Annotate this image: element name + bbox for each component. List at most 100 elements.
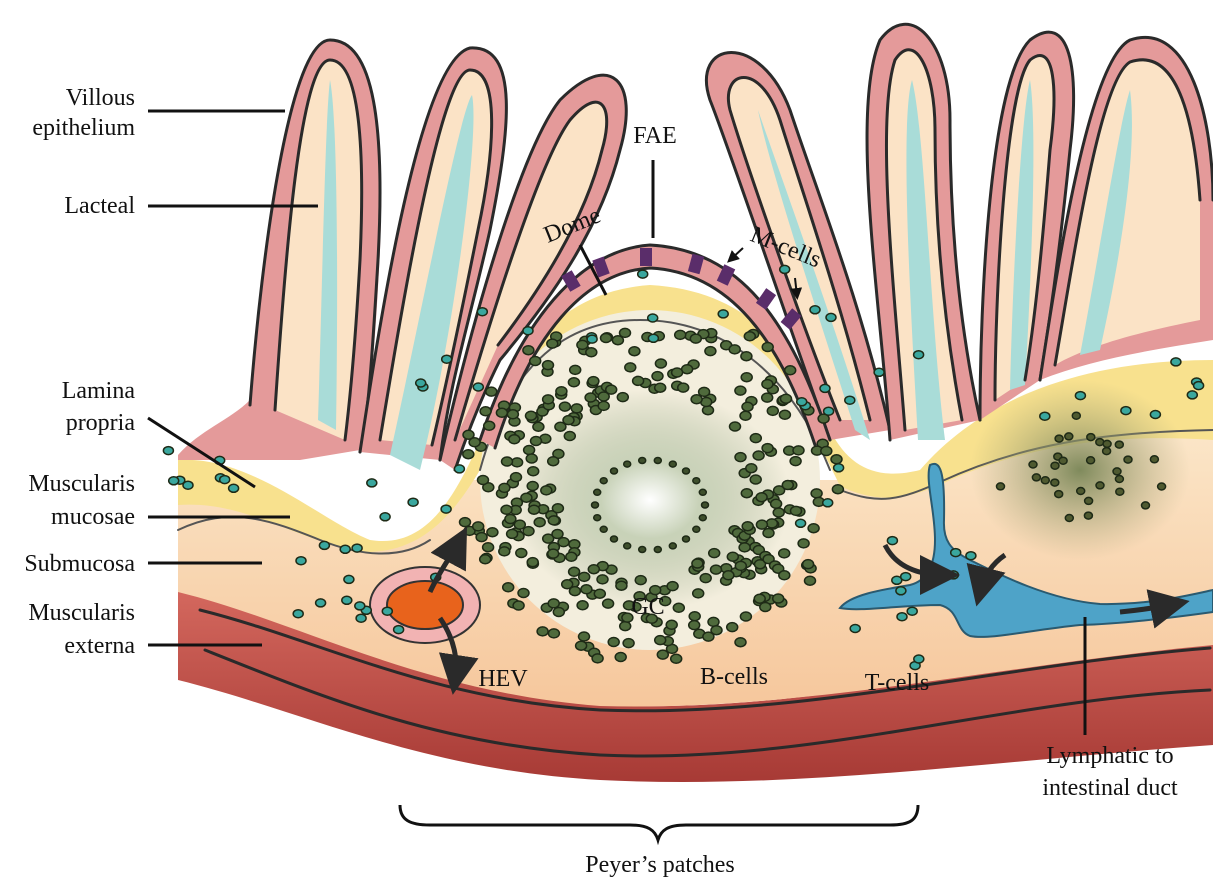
b-cell bbox=[579, 572, 590, 581]
b-cell bbox=[480, 407, 491, 416]
b-cell bbox=[782, 481, 793, 490]
t-cell bbox=[1171, 358, 1181, 366]
b-cell bbox=[579, 632, 590, 641]
b-cell bbox=[503, 583, 514, 592]
b-cell bbox=[690, 334, 701, 343]
b-cell bbox=[1059, 457, 1067, 464]
b-cell bbox=[740, 612, 751, 621]
b-cell bbox=[741, 352, 752, 361]
b-cell bbox=[1103, 440, 1111, 447]
b-cell bbox=[521, 493, 532, 502]
t-cell bbox=[342, 596, 352, 604]
b-cell bbox=[527, 482, 538, 491]
t-cell bbox=[638, 270, 648, 278]
b-cell bbox=[501, 505, 512, 514]
b-cell bbox=[553, 608, 564, 617]
t-cell bbox=[826, 313, 836, 321]
t-cell bbox=[163, 447, 173, 455]
b-cell bbox=[496, 408, 507, 417]
b-cell bbox=[598, 401, 609, 410]
b-cell bbox=[742, 522, 753, 531]
b-cell bbox=[563, 416, 574, 425]
t-cell bbox=[810, 306, 820, 314]
b-cell bbox=[502, 457, 513, 466]
b-cell bbox=[746, 464, 757, 473]
b-cell bbox=[805, 576, 816, 585]
b-cell bbox=[821, 447, 832, 456]
b-cell bbox=[588, 377, 599, 386]
b-cell bbox=[689, 621, 700, 630]
b-cell bbox=[762, 380, 773, 389]
b-cell bbox=[655, 383, 666, 392]
t-cell bbox=[523, 327, 533, 335]
b-cell bbox=[699, 515, 706, 521]
t-cell bbox=[408, 498, 418, 506]
label-gc: GC bbox=[631, 594, 664, 620]
b-cell bbox=[1072, 412, 1080, 419]
b-cell bbox=[735, 561, 746, 570]
t-cell bbox=[718, 310, 728, 318]
t-cell bbox=[477, 308, 487, 316]
b-cell bbox=[735, 638, 746, 647]
b-cell bbox=[548, 629, 559, 638]
t-cell bbox=[1121, 407, 1131, 415]
b-cell bbox=[762, 444, 773, 453]
b-cell bbox=[773, 508, 784, 517]
b-cell bbox=[639, 547, 646, 553]
b-cell bbox=[526, 411, 537, 420]
b-cell bbox=[594, 489, 601, 495]
b-cell bbox=[1150, 456, 1158, 463]
b-cell bbox=[654, 547, 661, 553]
b-cell bbox=[562, 580, 573, 589]
b-cell bbox=[771, 499, 782, 508]
b-cell bbox=[512, 458, 523, 467]
hev bbox=[370, 567, 480, 643]
t-cell bbox=[887, 537, 897, 545]
t-cell bbox=[169, 477, 179, 485]
b-cell bbox=[693, 526, 700, 532]
b-cell bbox=[556, 387, 567, 396]
t-cell bbox=[442, 355, 452, 363]
b-cell bbox=[537, 627, 548, 636]
t-cell bbox=[316, 599, 326, 607]
t-cell bbox=[907, 607, 917, 615]
b-cell bbox=[543, 395, 554, 404]
germinal-center-right bbox=[970, 380, 1190, 560]
b-cell bbox=[499, 483, 510, 492]
t-cell bbox=[1150, 411, 1160, 419]
b-cell bbox=[594, 589, 605, 598]
b-cell bbox=[739, 543, 750, 552]
label-b-cells: B-cells bbox=[700, 664, 768, 690]
t-cell bbox=[183, 481, 193, 489]
t-cell bbox=[823, 499, 833, 507]
b-cell bbox=[606, 385, 617, 394]
b-cell bbox=[548, 457, 559, 466]
b-cell bbox=[527, 558, 538, 567]
label-lacteal: Lacteal bbox=[64, 193, 135, 219]
b-cell bbox=[730, 422, 741, 431]
b-cell bbox=[1115, 441, 1123, 448]
b-cell bbox=[585, 393, 596, 402]
b-cell bbox=[511, 473, 522, 482]
b-cell bbox=[675, 330, 686, 339]
b-cell bbox=[997, 483, 1005, 490]
b-cell bbox=[509, 435, 520, 444]
b-cell bbox=[611, 536, 618, 542]
peyers-patches-brace bbox=[400, 805, 918, 840]
b-cell bbox=[552, 504, 563, 513]
label-lymphatic-2: intestinal duct bbox=[1042, 775, 1178, 801]
b-cell bbox=[683, 536, 690, 542]
t-cell bbox=[229, 484, 239, 492]
b-cell bbox=[518, 589, 529, 598]
b-cell bbox=[586, 348, 597, 357]
b-cell bbox=[762, 393, 773, 402]
b-cell bbox=[639, 458, 646, 464]
t-cell bbox=[874, 368, 884, 376]
b-cell bbox=[513, 601, 524, 610]
b-cell bbox=[773, 594, 784, 603]
b-cell bbox=[711, 626, 722, 635]
b-cell bbox=[577, 340, 588, 349]
b-cell bbox=[667, 582, 678, 591]
b-cell bbox=[705, 347, 716, 356]
b-cell bbox=[1124, 456, 1132, 463]
